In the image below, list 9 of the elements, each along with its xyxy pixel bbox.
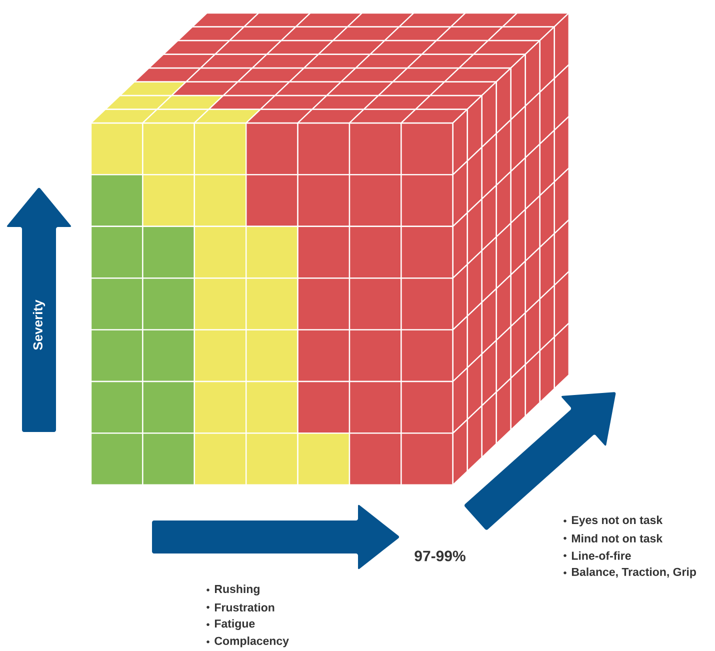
list-item: Eyes not on task [564,516,663,526]
list-item: Fatigue [206,619,255,630]
list-item: Complacency [206,636,289,648]
list-item: Line-of-fire [564,551,631,560]
percentage-label: 97-99% [414,550,466,562]
list-item: Frustration [206,603,274,612]
list-item: Mind not on task [564,534,663,543]
list-item: Balance, Traction, Grip [564,568,696,578]
list-item: Rushing [206,584,260,596]
